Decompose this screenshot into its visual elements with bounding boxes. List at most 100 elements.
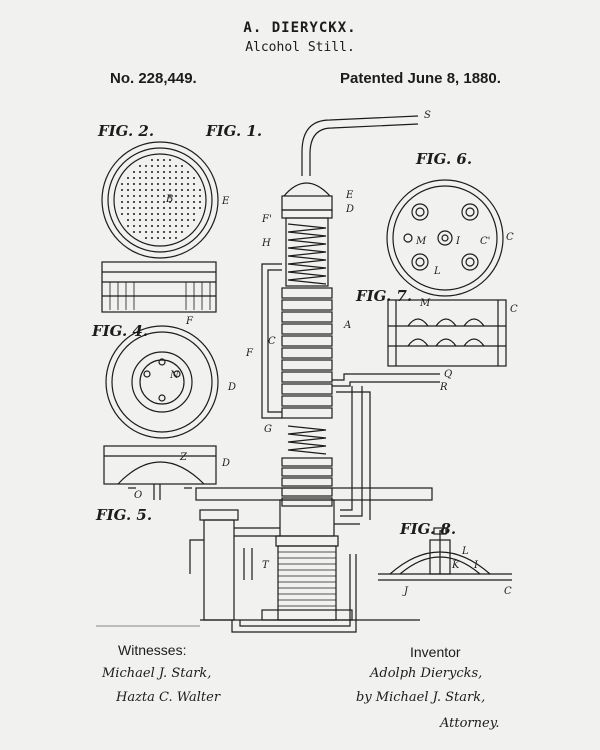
perforation-dot <box>127 189 129 191</box>
perforation-dot <box>163 177 165 179</box>
perforation-dot <box>145 165 147 167</box>
perforation-dot <box>175 183 177 185</box>
perforation-dot <box>139 207 141 209</box>
ref-fig8-C: C <box>504 586 512 597</box>
fig2-tray-section <box>101 261 217 313</box>
perforation-dot <box>121 201 123 203</box>
perforation-dot <box>169 213 171 215</box>
perforation-dot <box>157 201 159 203</box>
fig1-still-column <box>200 115 420 621</box>
perforation-dot <box>187 219 189 221</box>
perforation-dot <box>193 195 195 197</box>
perforation-dot <box>151 183 153 185</box>
ref-G: G <box>264 424 272 435</box>
fig5-section <box>103 445 217 500</box>
perforation-dot <box>187 171 189 173</box>
perforation-dot <box>139 219 141 221</box>
perforation-dot <box>193 201 195 203</box>
column-plate <box>281 457 333 467</box>
perforation-dot <box>163 165 165 167</box>
perforation-dot <box>145 237 147 239</box>
perforation-dot <box>181 219 183 221</box>
perforation-dot <box>127 213 129 215</box>
ref-E: E <box>346 190 354 201</box>
ref-A: A <box>344 320 352 331</box>
perforation-dot <box>169 171 171 173</box>
perforation-dot <box>163 201 165 203</box>
fig4-top-view <box>105 325 219 439</box>
column-plate <box>281 395 333 407</box>
column-plate <box>281 323 333 335</box>
perforation-dot <box>133 201 135 203</box>
perforation-dot <box>145 201 147 203</box>
perforation-dot <box>127 219 129 221</box>
column-plate <box>281 407 333 419</box>
ref-fig6-C2: C' <box>480 236 491 247</box>
perforation-dot <box>145 207 147 209</box>
perforation-dot <box>193 213 195 215</box>
fig7-caption: FIG. 7. <box>356 287 413 305</box>
perforation-dot <box>145 195 147 197</box>
ref-fig8-I: I <box>474 560 478 571</box>
ref-fig6-M: M <box>416 236 427 247</box>
perforation-dot <box>169 219 171 221</box>
perforation-dot <box>181 189 183 191</box>
inventor-heading: Inventor <box>410 644 461 660</box>
perforation-dot <box>181 213 183 215</box>
perforation-dot <box>169 177 171 179</box>
perforation-dot <box>151 189 153 191</box>
ref-fig2-F: F <box>186 316 193 327</box>
perforation-dot <box>187 189 189 191</box>
fig6-plate-top-view <box>386 179 504 297</box>
ref-S: S <box>424 110 431 121</box>
perforation-dot <box>157 183 159 185</box>
witnesses-heading: Witnesses: <box>118 642 187 658</box>
perforation-dot <box>145 219 147 221</box>
perforation-dot <box>151 207 153 209</box>
ref-fig8-K: K <box>452 560 460 571</box>
perforation-dot <box>127 207 129 209</box>
ref-fig4-N: N <box>170 370 179 381</box>
perforation-dot <box>169 195 171 197</box>
perforation-dot <box>133 219 135 221</box>
perforation-dot <box>187 225 189 227</box>
ref-fig8-J: J <box>404 586 409 597</box>
perforation-dot <box>181 171 183 173</box>
perforation-dot <box>145 189 147 191</box>
perforation-dot <box>133 225 135 227</box>
perforation-dot <box>157 231 159 233</box>
ref-fig4-D: D <box>228 382 237 393</box>
perforation-dot <box>187 195 189 197</box>
patent-date: Patented June 8, 1880. <box>340 70 501 87</box>
perforation-dot <box>157 159 159 161</box>
column-plate <box>281 287 333 299</box>
perforation-dot <box>133 213 135 215</box>
perforation-dot <box>133 207 135 209</box>
perforation-dot <box>169 159 171 161</box>
perforation-dot <box>157 207 159 209</box>
perforation-dot <box>151 165 153 167</box>
perforation-dot <box>187 183 189 185</box>
fig7-plate-section <box>387 299 507 367</box>
perforation-dot <box>163 183 165 185</box>
witness-signature-1: Michael J. Stark, <box>102 666 212 681</box>
perforation-dot <box>139 183 141 185</box>
fig6-caption: FIG. 6. <box>416 150 473 168</box>
perforation-dot <box>133 189 135 191</box>
perforation-dot <box>175 177 177 179</box>
perforation-dot <box>151 237 153 239</box>
ref-fig7-M: M <box>420 298 431 309</box>
ref-fig2-B: B <box>166 194 174 205</box>
perforation-dot <box>127 177 129 179</box>
perforation-dot <box>163 225 165 227</box>
perforation-dot <box>151 195 153 197</box>
patent-title: Alcohol Still. <box>245 40 355 55</box>
ref-fig7-C: C <box>510 304 518 315</box>
perforation-dot <box>175 195 177 197</box>
perforation-dot <box>133 195 135 197</box>
perforation-dot <box>175 165 177 167</box>
perforation-dot <box>151 177 153 179</box>
perforation-dot <box>145 171 147 173</box>
